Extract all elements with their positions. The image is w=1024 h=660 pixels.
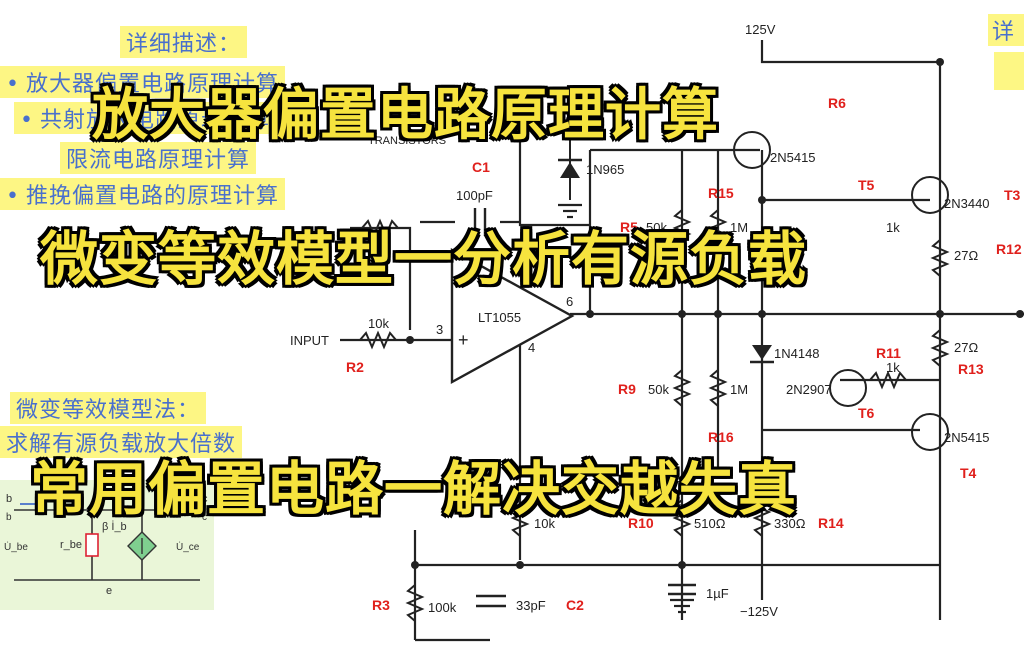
t4-part-label: 2N5415 [944,430,990,445]
ref-r6: R6 [828,95,846,111]
notes-bullet-2-text: 共射放大电路原理计算 [39,108,270,133]
small-signal-model-inset: b c e r_be β İ_b U̇_be U̇_ce b c [0,480,214,610]
transistor-top-symbol [733,131,771,169]
headline-line-1: 放大器偏置电路原理计算 [92,83,719,148]
ref-r3: R3 [372,597,390,613]
resistor-r2 [359,330,397,350]
inset-label-c: c [202,493,208,505]
ref-t4: T4 [960,465,977,481]
input-label: INPUT [290,333,329,348]
inset-label-c-bottom: c [202,512,207,523]
t5-part-label: 2N3440 [944,196,990,211]
resistor-r13 [930,329,950,367]
r12-value: 27Ω [954,248,978,263]
opamp-symbol [450,247,575,385]
r2-value: 10k [368,316,389,331]
supply-positive-label: 125V [745,22,776,37]
r15-value: 1M [730,220,748,235]
opamp-pin-3: 3 [436,322,443,337]
resistor-r10 [672,499,692,537]
inset-diagram: b c e r_be β İ_b U̇_be U̇_ce b c [4,493,208,597]
resistor-r9 [672,369,692,407]
opamp-pin-4: 4 [528,340,535,355]
ref-r16: R16 [708,429,734,445]
ground-symbols [558,203,694,614]
inset-label-rbe: r_be [60,539,82,551]
opamp-pin-6: 6 [566,294,573,309]
resistor-r12 [930,239,950,277]
resistor-r5 [672,209,692,247]
transistor-t5-symbol [911,176,949,214]
transistors-caption: TRANSISTORS [368,135,446,147]
ref-r15: R15 [708,185,734,201]
inset-label-ube: U̇_be [4,540,28,553]
ref-r14: R14 [818,515,844,531]
ref-t3-partial: T3 [1004,187,1021,203]
ref-r2: R2 [346,359,364,375]
opamp-plus-sign: + [458,330,469,350]
notes-bullet-4-text: 推挽偏置电路的原理计算 [25,184,279,209]
opamp-minus-sign: − [458,274,469,294]
notes-bullet-1-text: 放大器偏置电路原理计算 [25,72,279,97]
r-bottom-left-value: 10k [534,516,555,531]
junction-dots [406,58,1024,569]
ref-c2: C2 [566,597,584,613]
top-transistor-label: 2N5415 [770,150,816,165]
inset-label-uce: U̇_ce [176,540,200,553]
transistor-t4-symbol [911,413,949,451]
ref-r5: R5 [620,219,638,235]
c2-value: 33pF [516,598,546,613]
partial-1k-label: 1k [886,220,900,235]
transistor-t6-symbol [829,369,867,407]
resistor-r15 [708,209,728,247]
notes-bullet-2: 共射放大电路原理计算 [14,102,276,134]
cap-1uf-value: 1µF [706,586,729,601]
headline-line-2: 微变等效模型一分析有源负载 [40,225,808,293]
supply-negative-label: −125V [740,604,778,619]
inset-label-beta-ib: β İ_b [102,520,127,533]
r13-value: 27Ω [954,340,978,355]
ref-t6: T6 [858,405,875,421]
notes-bullet-1: 放大器偏置电路原理计算 [0,66,285,98]
resistor-r11 [869,370,907,390]
ref-r12: R12 [996,241,1022,257]
notes-bullet-4: 推挽偏置电路的原理计算 [0,178,285,210]
zener-label: 1N965 [586,162,624,177]
resistor-r3 [405,584,425,622]
opamp-name-label: LT1055 [478,310,521,325]
inset-label-e: e [106,585,112,597]
r10-value: 510Ω [694,516,726,531]
r3-value: 100k [428,600,457,615]
c1-value: 100pF [456,188,493,203]
inset-rbe-resistor [85,533,99,557]
ref-r13: R13 [958,361,984,377]
resistor-r14 [752,499,772,537]
resistor-r16 [708,369,728,407]
t6-part-label: 2N2907 [786,382,832,397]
ref-r11: R11 [876,345,901,361]
diode-1n4148-symbol [752,345,772,360]
notes-header: 详细描述： [120,26,248,58]
r5-value: 50k [646,220,667,235]
right-note-fragment: 详 [988,14,1024,46]
r16-value: 1M [730,382,748,397]
right-note-strip [994,52,1024,90]
resistor-10k-bottom [510,499,530,537]
notes-section2-header: 微变等效模型法： [10,392,207,424]
headline-line-3: 常用偏置电路一解决交越失真 [30,455,798,523]
r9-value: 50k [648,382,669,397]
r11-value: 1k [886,360,900,375]
resistor-r1 [361,218,399,238]
diode-label: 1N4148 [774,346,820,361]
ref-r10: R10 [628,515,654,531]
ref-r9: R9 [618,381,636,397]
ref-c1: C1 [472,159,490,175]
inset-label-b-bottom: b [6,512,12,523]
notes-section2-line: 求解有源负载放大倍数 [0,426,243,458]
r14-value: 330Ω [774,516,806,531]
inset-label-b: b [6,493,12,505]
notes-bullet-3: 限流电路原理计算 [60,142,257,174]
ref-t5: T5 [858,177,875,193]
